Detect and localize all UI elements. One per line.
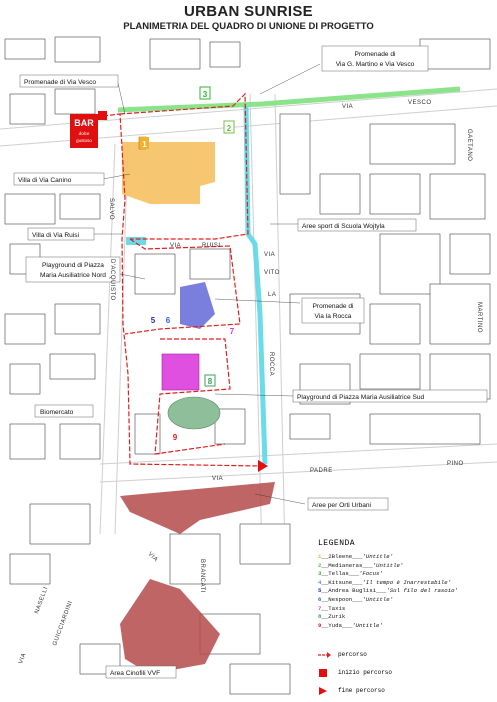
map-subtitle: PLANIMETRIA DEL QUADRO DI UNIONE DI PROG…	[123, 21, 374, 32]
marker-9: 9	[173, 433, 178, 442]
street-salvo: SALVO	[108, 198, 114, 220]
marker-5: 5	[151, 316, 156, 325]
street-via-top: VIA	[342, 104, 353, 110]
legend-item-1: 1__2Bleene___'Untitle'	[318, 553, 394, 560]
start-marker	[98, 111, 107, 120]
label-promenade-martino-2: Via G. Martino e Via Vesco	[336, 61, 415, 68]
label-promenade-rocca-1: Promenade di	[312, 303, 354, 310]
street-rocca: ROCCA	[268, 352, 274, 376]
legend-item-2: 2__Medianeras___'Untitle'	[318, 561, 404, 569]
legend-item-5: 5__Andrea Buglisi___'Sul filo del rasoio…	[318, 587, 458, 595]
label-playground-sud: Playground di Piazza Maria Ausiliatrice …	[297, 394, 425, 401]
bar-sub2: gustoso	[76, 138, 92, 143]
site-plan-map: BAR dolce gustoso 1 2 3 5 6 7 8 9	[0, 36, 497, 695]
legend-title: LEGENDA	[318, 539, 356, 548]
label-playground-nord-1: Playground di Piazza	[42, 262, 104, 269]
street-dacquisto: D'ACQUISTO	[109, 259, 115, 301]
legend-panel: LEGENDA 1__2Bleene___'Untitle'2__Mediane…	[310, 533, 496, 701]
marker-1: 1	[142, 140, 147, 149]
legend-inizio: inizio percorso	[338, 669, 393, 676]
legend-item-8: 8__Zurik	[318, 613, 346, 621]
street-martino: MARTINO	[476, 302, 482, 333]
playground-nord-area	[180, 282, 215, 329]
street-via-ruisi: VIA	[170, 243, 181, 249]
green-promenade-path	[117, 86, 461, 113]
villa-canino-area	[122, 142, 215, 204]
street-ruisi: RUISI	[202, 243, 221, 249]
legend-item-7: 7__Taxis	[318, 604, 346, 612]
marker-6: 6	[166, 316, 171, 325]
label-biomercato: Biomercato	[40, 409, 74, 416]
street-la: LA	[268, 292, 276, 298]
street-via-ruisi2: VIA	[147, 551, 159, 563]
legend-item-9: 9__Yuda___'Untitle'	[318, 621, 383, 629]
street-padre: PADRE	[310, 468, 333, 474]
inizio-icon	[319, 669, 327, 677]
route-path	[102, 92, 263, 467]
cyan-promenade-path	[243, 105, 268, 465]
label-villa-canino: Villa di Via Canino	[18, 177, 72, 184]
street-vesco: VESCO	[408, 100, 432, 106]
street-via-left: VIA	[18, 652, 27, 665]
percorso-icon	[318, 652, 331, 658]
label-promenade-vesco: Promenade di Via Vesco	[24, 79, 96, 86]
label-orti-urbani: Aree per Orti Urbani	[312, 502, 372, 509]
label-aree-sport: Aree sport di Scuola Wojtyla	[302, 223, 385, 230]
street-via-vito: VIA	[264, 252, 275, 258]
marker-2: 2	[227, 124, 232, 133]
street-gaetano: GAETANO	[466, 129, 472, 161]
label-promenade-martino-1: Promenade di	[354, 51, 396, 58]
marker-7: 7	[230, 327, 235, 336]
street-pino: PINO	[447, 461, 464, 467]
fine-icon	[319, 687, 327, 695]
bar-label: BAR	[74, 118, 94, 128]
marker-3: 3	[203, 90, 208, 99]
playground-sud-field	[161, 353, 200, 391]
street-brancati: BRANCATI	[199, 559, 205, 593]
legend-percorso: percorso	[338, 651, 367, 658]
map-title: URBAN SUNRISE	[184, 3, 313, 20]
orti-urbani-area	[120, 482, 275, 534]
label-playground-nord-2: Maria Ausiliatrice Nord	[40, 272, 106, 279]
label-villa-ruisi: Villa di Via Ruisi	[32, 232, 80, 239]
street-vito: VITO	[264, 270, 280, 276]
bar-sub1: dolce	[79, 131, 90, 136]
legend-item-3: 3__Tellas___'Focus'	[318, 570, 383, 578]
marker-8: 8	[208, 377, 213, 386]
street-naselli: NASELLI	[34, 586, 49, 615]
green-plaza	[167, 396, 221, 430]
label-area-cinofili: Area Cinofili VVF	[110, 670, 160, 677]
street-via-bottom: VIA	[212, 476, 223, 482]
legend-item-4: 4__Kitsune___'Il tempo è Inarrestabile'	[318, 578, 452, 586]
area-cinofili-area	[120, 579, 220, 674]
bar-sign	[70, 114, 98, 148]
legend-fine: fine percorso	[338, 687, 385, 694]
legend-item-6: 6__Nespoon___'Untitle'	[318, 596, 394, 603]
street-guicciardini: GUICCIARDINI	[52, 600, 74, 647]
end-marker	[258, 460, 268, 472]
label-promenade-rocca-2: Via la Rocca	[315, 313, 352, 320]
